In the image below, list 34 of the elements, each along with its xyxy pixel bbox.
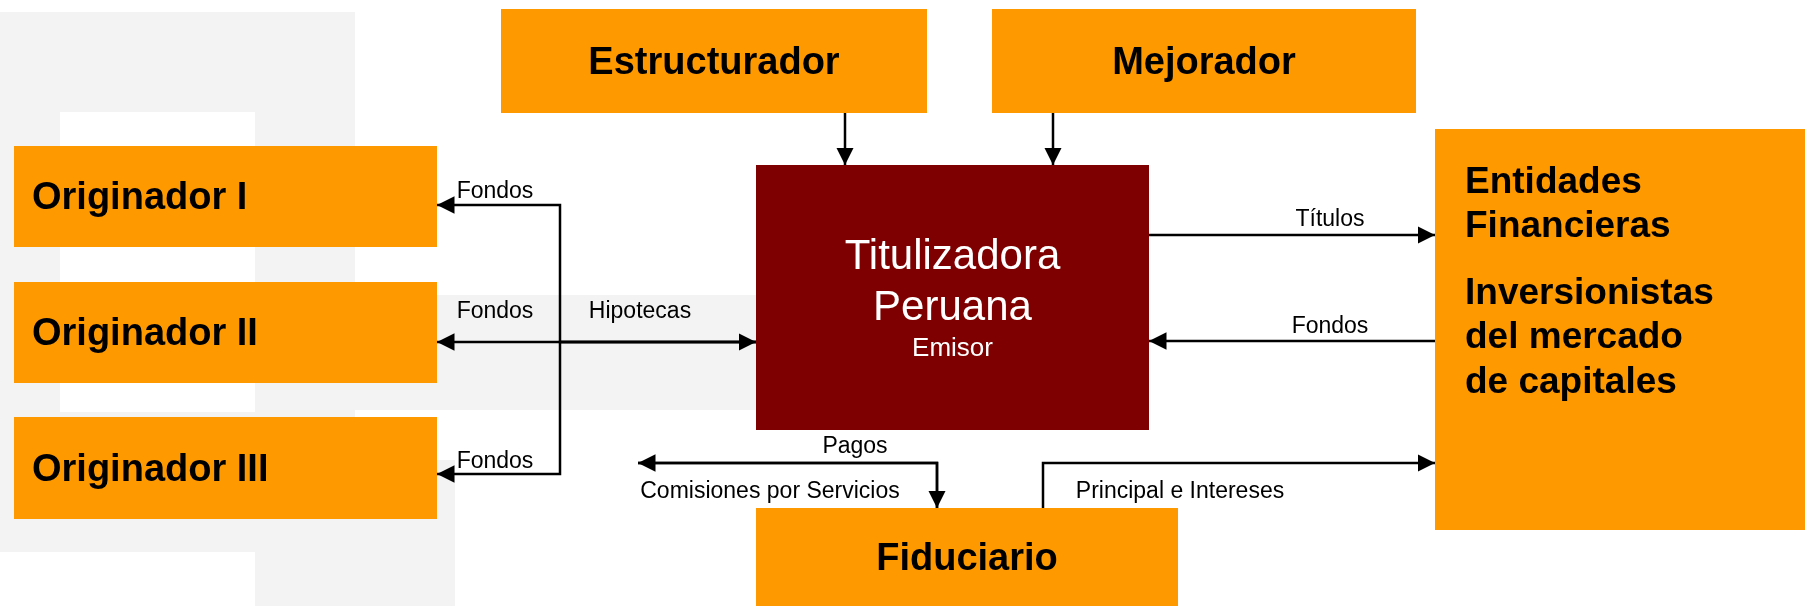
arrow xyxy=(1149,226,1435,244)
entity-box xyxy=(1435,129,1805,530)
edge-label: Comisiones por Servicios xyxy=(640,476,900,504)
edge-label: Títulos xyxy=(1295,204,1365,232)
node-title: Originador III xyxy=(32,446,270,490)
entity-box xyxy=(992,9,1416,113)
arrow xyxy=(836,113,854,165)
node-title: Fiduciario xyxy=(876,535,1058,579)
edge-label: Fondos xyxy=(1291,311,1369,339)
issuer-box xyxy=(756,165,1149,430)
edge-label: Fondos xyxy=(456,446,534,474)
entity-box xyxy=(14,146,437,247)
edge-label: Hipotecas xyxy=(588,296,692,324)
entity-box xyxy=(501,9,927,113)
arrow xyxy=(1041,454,1435,508)
node-subtitle: Emisor xyxy=(912,331,993,364)
entity-box xyxy=(14,417,437,519)
node-title: Inversionistas del mercado de capitales xyxy=(1465,269,1715,403)
edge-label: Pagos xyxy=(822,431,888,459)
entity-box xyxy=(14,282,437,383)
edge-label: Principal e Intereses xyxy=(1075,476,1285,504)
node-title: Originador II xyxy=(32,311,259,354)
node-title: Mejorador xyxy=(1112,39,1296,83)
entity-box xyxy=(756,508,1178,606)
node-title: Originador I xyxy=(32,175,249,218)
flow-label: Fondos xyxy=(456,296,534,324)
arrow xyxy=(1044,113,1062,165)
arrow xyxy=(1149,332,1435,350)
node-title: Entidades Financieras xyxy=(1465,159,1672,248)
node-title: Estructurador xyxy=(588,39,840,83)
edge-label: Fondos xyxy=(456,176,534,204)
arrow xyxy=(437,340,756,483)
node-title: Titulizadora Peruana xyxy=(843,230,1062,331)
arrow xyxy=(437,333,756,351)
